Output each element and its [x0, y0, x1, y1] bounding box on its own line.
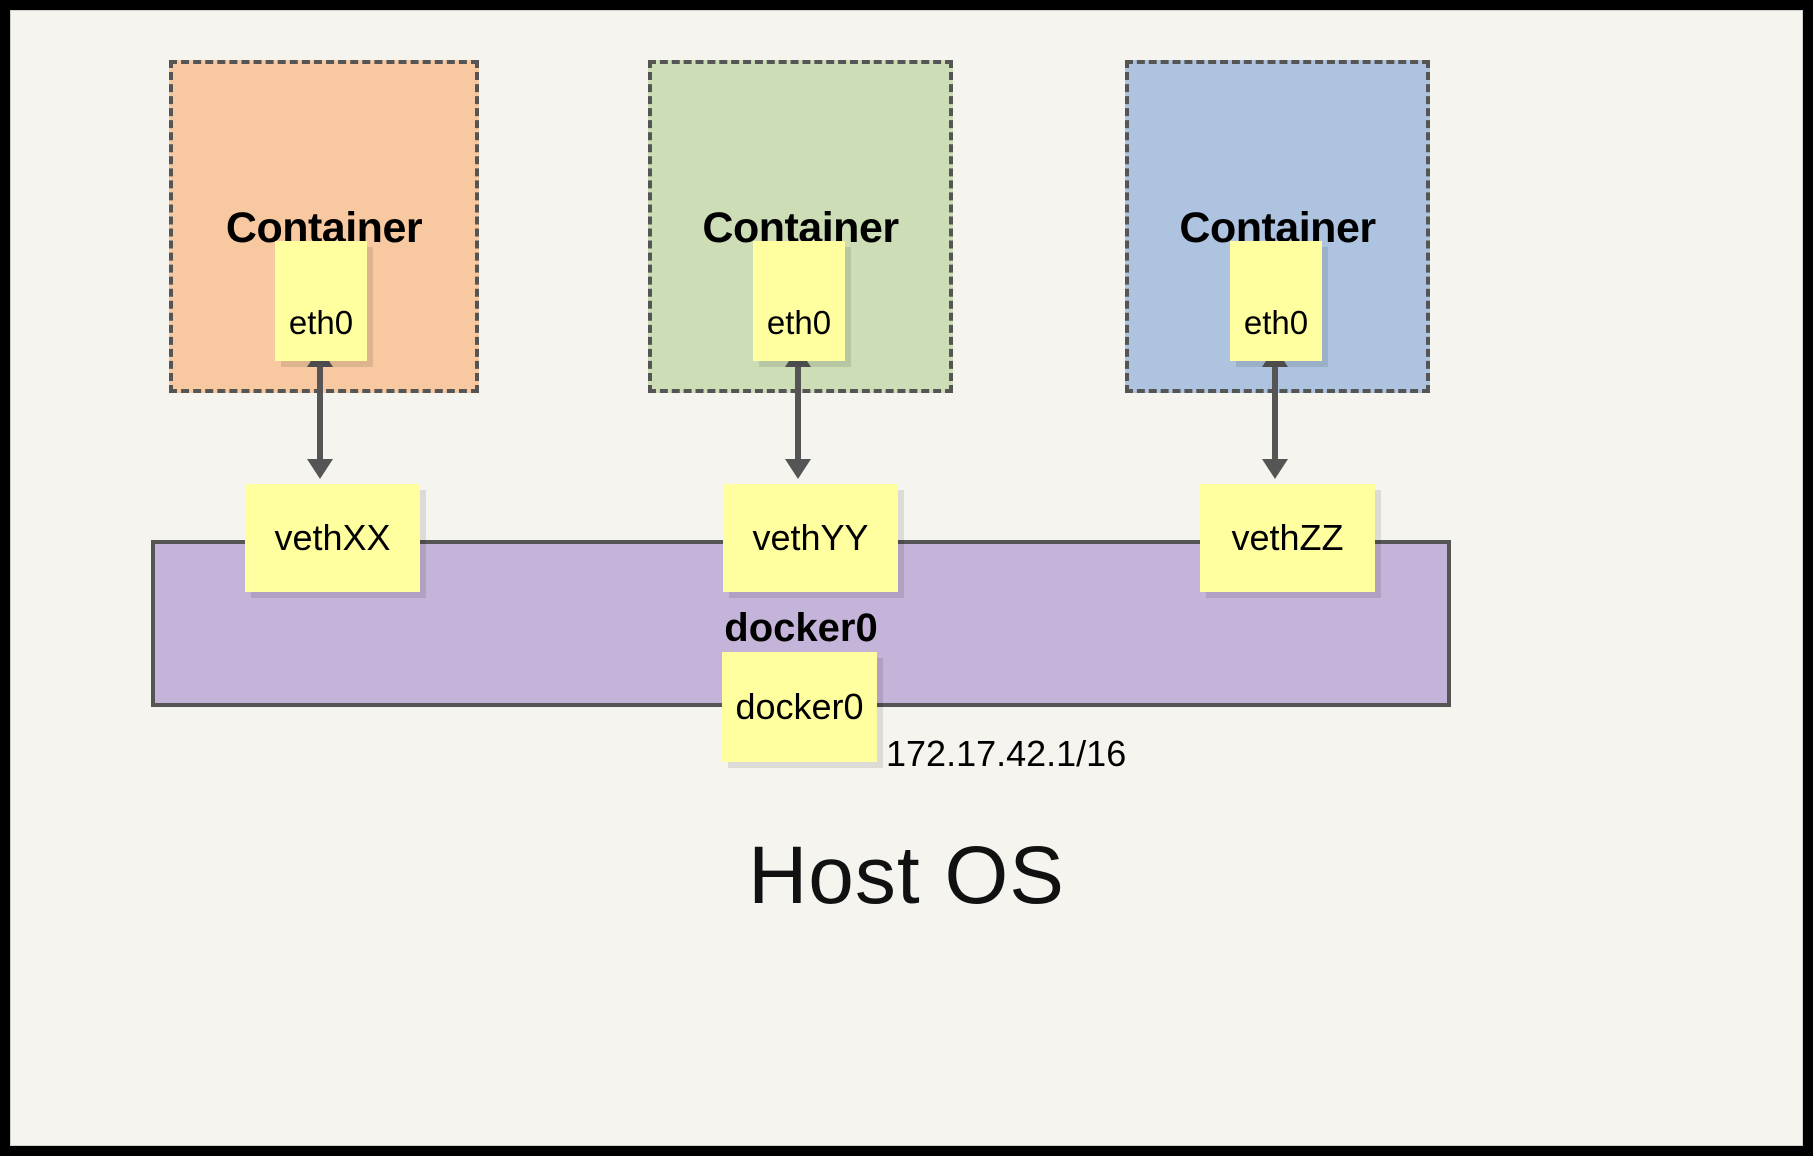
docker0-port-box[interactable]: docker0	[722, 652, 877, 762]
link-arrow-1	[305, 347, 335, 479]
docker0-ip-label: 172.17.42.1/16	[886, 733, 1127, 774]
container-box-2[interactable]: Container	[648, 60, 953, 393]
host-os-title: Host OS	[748, 830, 1065, 921]
link-arrow-2	[783, 347, 813, 479]
docker0-port-label: docker0	[735, 686, 864, 727]
arrow-head-down-2	[785, 459, 811, 479]
eth0-box-1[interactable]: eth0	[275, 241, 367, 361]
veth-label-2: vethYY	[752, 517, 869, 558]
eth0-label-1: eth0	[288, 304, 354, 341]
arrow-shaft-3	[1272, 361, 1278, 465]
arrow-head-down-3	[1262, 459, 1288, 479]
eth0-label-2: eth0	[766, 304, 832, 341]
arrow-shaft-2	[795, 361, 801, 465]
arrow-head-down-1	[307, 459, 333, 479]
eth0-box-3[interactable]: eth0	[1230, 241, 1322, 361]
docker0-bridge-label: docker0	[724, 606, 878, 650]
eth0-box-2[interactable]: eth0	[753, 241, 845, 361]
veth-label-3: vethZZ	[1231, 517, 1344, 558]
eth0-label-3: eth0	[1243, 304, 1309, 341]
veth-label-1: vethXX	[274, 517, 391, 558]
arrow-shaft-1	[317, 361, 323, 465]
diagram-canvas: Container eth0 Container eth0 Container …	[10, 10, 1803, 1146]
veth-box-2[interactable]: vethYY	[723, 484, 898, 592]
link-arrow-3	[1260, 347, 1290, 479]
veth-box-1[interactable]: vethXX	[245, 484, 420, 592]
veth-box-3[interactable]: vethZZ	[1200, 484, 1375, 592]
